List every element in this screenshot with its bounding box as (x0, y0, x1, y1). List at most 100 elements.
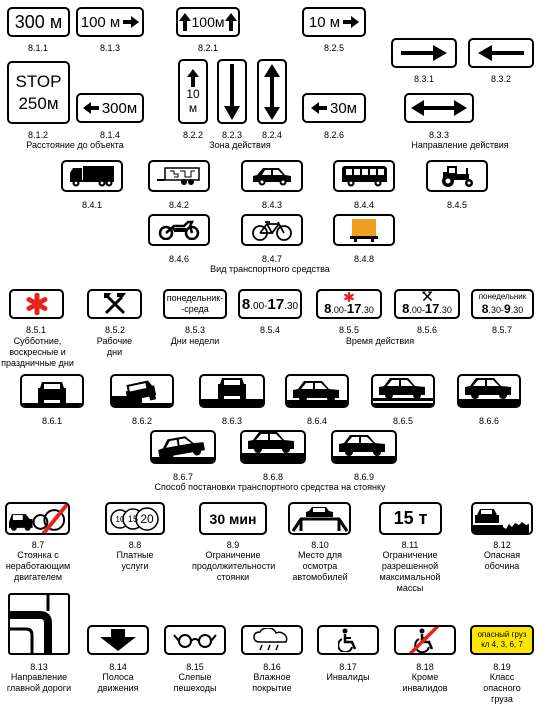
sign-8-6-7 (150, 430, 216, 464)
sign-number: 8.4.1 (81, 200, 103, 210)
red-asterisk-icon (26, 293, 47, 315)
arrow-up-icon (225, 13, 238, 31)
sign-number: 8.6.4 (306, 416, 328, 426)
caption-8-14: Полоса движения (97, 672, 139, 693)
sign-8-5-3: понедельник- -среда (163, 289, 227, 319)
sign-number: 8.17 (339, 662, 357, 672)
except-disabled-icon (408, 627, 440, 653)
sign-8-5-4: 8.00-17.30 (238, 289, 302, 319)
sign-8-3-2 (468, 38, 534, 68)
sign-number: 8.1.2 (27, 130, 49, 140)
coin-value: 15 (128, 514, 138, 524)
motorcycle-icon (158, 220, 200, 240)
sign-8-6-6 (457, 374, 521, 408)
sign-8-5-2 (87, 289, 142, 319)
sign-8-6-4 (285, 374, 349, 408)
red-asterisk-icon (344, 291, 354, 302)
hammer-pick-icon (103, 293, 126, 315)
sign-number: 8.6.6 (478, 416, 500, 426)
sign-8-2-6: 30м (302, 93, 366, 123)
car-on-sidewalk-icon (22, 382, 82, 406)
sign-8-19: опасный груз кл 4, 3, 6, 7 (470, 625, 534, 655)
caption-parking: Способ постановки транспортного средства… (154, 482, 386, 492)
caption-8-9: Ограничение продолжительности стоянки (192, 550, 276, 582)
sign-number: 8.5.3 (184, 325, 206, 335)
sign-8-6-5 (371, 374, 435, 408)
sign-number: 8.5.1 (25, 325, 47, 335)
sign-number: 8.4.5 (446, 200, 468, 210)
hammer-pick-icon (421, 291, 433, 302)
sign-8-9: 30 мин (199, 502, 267, 535)
sign-number: 8.5.7 (491, 325, 513, 335)
sign-number: 8.7 (31, 540, 45, 550)
sign-number: 8.2.4 (261, 130, 283, 140)
car-half-on-sidewalk-icon (112, 380, 172, 406)
car-raised-sidewalk-icon (242, 432, 304, 462)
sign-8-2-2: 10 м (178, 59, 208, 124)
caption-8-12: Опасная обочина (483, 550, 521, 571)
sign-text: 30м (330, 99, 357, 117)
sign-8-17 (317, 625, 379, 655)
sign-8-4-1 (61, 160, 123, 192)
sign-8-4-3 (241, 160, 303, 192)
sign-number: 8.19 (493, 662, 511, 672)
sign-number: 8.2.1 (197, 43, 219, 53)
sign-text: -среда (181, 304, 209, 314)
car-on-sidewalk-edge-icon (333, 435, 395, 462)
arrow-left-icon (311, 102, 327, 114)
sign-8-12 (471, 502, 533, 535)
sign-number: 8.5.2 (104, 325, 126, 335)
sign-number: 8.6.1 (41, 416, 63, 426)
sign-8-6-8 (240, 430, 306, 464)
sign-text: 100м (191, 14, 225, 30)
caption-8-5-3: Дни недели (170, 336, 220, 346)
sign-8-8: 10 15 20 (105, 502, 165, 535)
arrow-left-icon (478, 45, 524, 61)
sign-number: 8.13 (30, 662, 48, 672)
sign-text: 15 т (393, 508, 428, 528)
sign-number: 8.1.3 (99, 43, 121, 53)
sign-8-2-1: 100м (176, 7, 240, 37)
caption-8-17: Инвалиды (326, 672, 370, 682)
sign-text: 30 мин (209, 510, 257, 527)
dangerous-shoulder-icon (473, 509, 529, 533)
arrow-down-icon (224, 63, 240, 120)
sign-text: м (188, 100, 198, 115)
sign-number: 8.6.8 (262, 472, 284, 482)
sign-text: понедельник- (166, 293, 224, 303)
sign-number: 8.2.2 (182, 130, 204, 140)
caption-8-15: Слепые пешеходы (173, 672, 217, 693)
tractor-icon (442, 166, 473, 187)
dark-glasses-icon (173, 634, 217, 648)
car-side-curb-icon (459, 378, 519, 406)
inspection-ramp-icon (291, 507, 348, 532)
arrow-right-icon (123, 16, 140, 28)
truck-icon (70, 166, 114, 187)
caption-8-11: Ограничение разрешенной максимальной мас… (379, 550, 441, 593)
sign-8-2-5: 10 м (302, 7, 366, 37)
sign-number: 8.3.1 (413, 74, 435, 84)
sign-number: 8.6.7 (172, 472, 194, 482)
sign-8-4-5 (426, 160, 488, 192)
car-icon (253, 168, 291, 186)
caption-8-7: Стоянка с неработающим двигателем (5, 550, 71, 582)
caption-8-8: Платные услуги (116, 550, 154, 571)
time-text: 8.30-9.30 (481, 302, 524, 316)
sign-text: 10 (186, 86, 200, 101)
sign-8-4-4 (333, 160, 395, 192)
sign-number: 8.1.1 (27, 43, 49, 53)
sign-text: STOP (15, 71, 62, 91)
sign-number: 8.6.3 (221, 416, 243, 426)
caption-8-13: Направление главной дороги (6, 672, 72, 693)
sign-8-1-2: STOP 250м (7, 61, 70, 124)
sign-text: 300м (101, 99, 138, 117)
sign-number: 8.4.4 (353, 200, 375, 210)
sign-number: 8.4.3 (261, 200, 283, 210)
sign-text: опасный груз (477, 630, 527, 639)
caption-time: Время действия (345, 336, 415, 346)
sign-8-14 (87, 625, 149, 655)
sign-8-5-5: 8.00-17.30 (316, 289, 382, 319)
sign-8-5-1 (9, 289, 64, 319)
sign-8-1-3: 100 м (76, 7, 144, 37)
cargo-icon (350, 219, 378, 242)
